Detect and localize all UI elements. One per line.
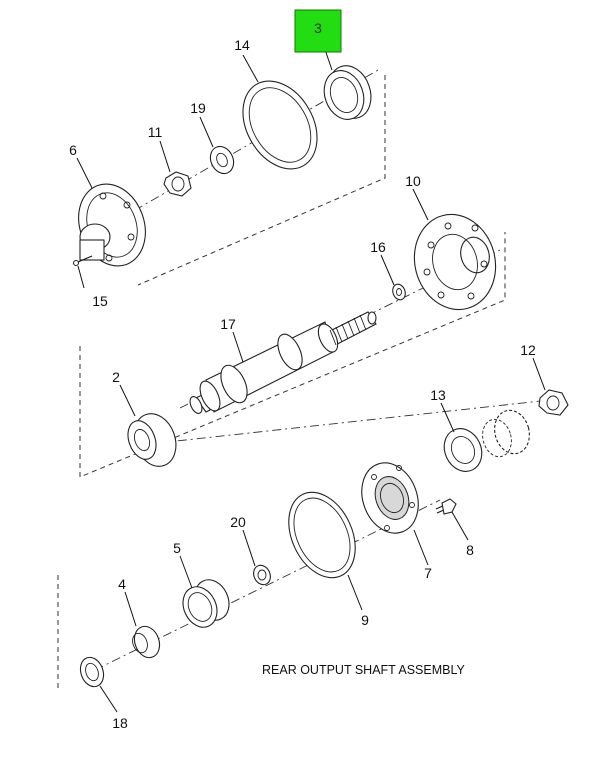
group-boundaries: [57, 75, 506, 690]
part-15-pin[interactable]: [72, 255, 93, 267]
callout-18[interactable]: 18: [112, 715, 128, 731]
part-4-bearing[interactable]: [130, 623, 164, 661]
callout-12[interactable]: 12: [520, 342, 536, 358]
part-7-cover[interactable]: [352, 455, 427, 541]
callout-13[interactable]: 13: [430, 387, 446, 403]
callout-2[interactable]: 2: [112, 369, 120, 385]
callout-14[interactable]: 14: [234, 37, 250, 53]
part-10-housing[interactable]: [404, 205, 506, 318]
callout-16[interactable]: 16: [370, 239, 386, 255]
part-19-washer[interactable]: [206, 143, 238, 178]
callout-5[interactable]: 5: [173, 540, 181, 556]
callout-15[interactable]: 15: [92, 293, 108, 309]
diagram-caption: REAR OUTPUT SHAFT ASSEMBLY: [262, 663, 465, 677]
callout-8[interactable]: 8: [466, 542, 474, 558]
callout-17[interactable]: 17: [220, 316, 236, 332]
callout-10[interactable]: 10: [405, 173, 421, 189]
part-12-nut[interactable]: [538, 389, 569, 416]
callout-20[interactable]: 20: [230, 514, 246, 530]
part-20-washer[interactable]: [251, 563, 274, 588]
callout-labels: 3 14 19 11 6 15 10 16 17 2 12 13 8 7 20 …: [69, 20, 536, 731]
part-2-bearing[interactable]: [123, 408, 183, 472]
leader-lines: [76, 34, 546, 713]
part-17-shaft[interactable]: [188, 311, 377, 415]
part-16-washer[interactable]: [391, 282, 408, 301]
part-3-seal[interactable]: [318, 60, 378, 125]
part-13-seal[interactable]: [437, 422, 488, 477]
callout-19[interactable]: 19: [190, 100, 206, 116]
part-9-shim[interactable]: [276, 482, 368, 589]
callout-11[interactable]: 11: [148, 124, 163, 140]
part-5-cup[interactable]: [177, 574, 236, 633]
assembly-axes: [94, 69, 551, 671]
callout-3[interactable]: 3: [314, 20, 322, 36]
callout-7[interactable]: 7: [424, 565, 432, 581]
callout-6[interactable]: 6: [69, 142, 77, 158]
callout-4[interactable]: 4: [118, 576, 126, 592]
highlight-box-part-3[interactable]: [294, 9, 342, 53]
part-11-nut[interactable]: [163, 171, 192, 197]
part-14-shim[interactable]: [228, 68, 332, 182]
part-6-flange[interactable]: [68, 175, 157, 276]
bearing-cup: [482, 409, 530, 458]
part-8-bolt[interactable]: [435, 498, 457, 515]
part-18-washer[interactable]: [77, 654, 108, 690]
callout-9[interactable]: 9: [361, 612, 369, 628]
